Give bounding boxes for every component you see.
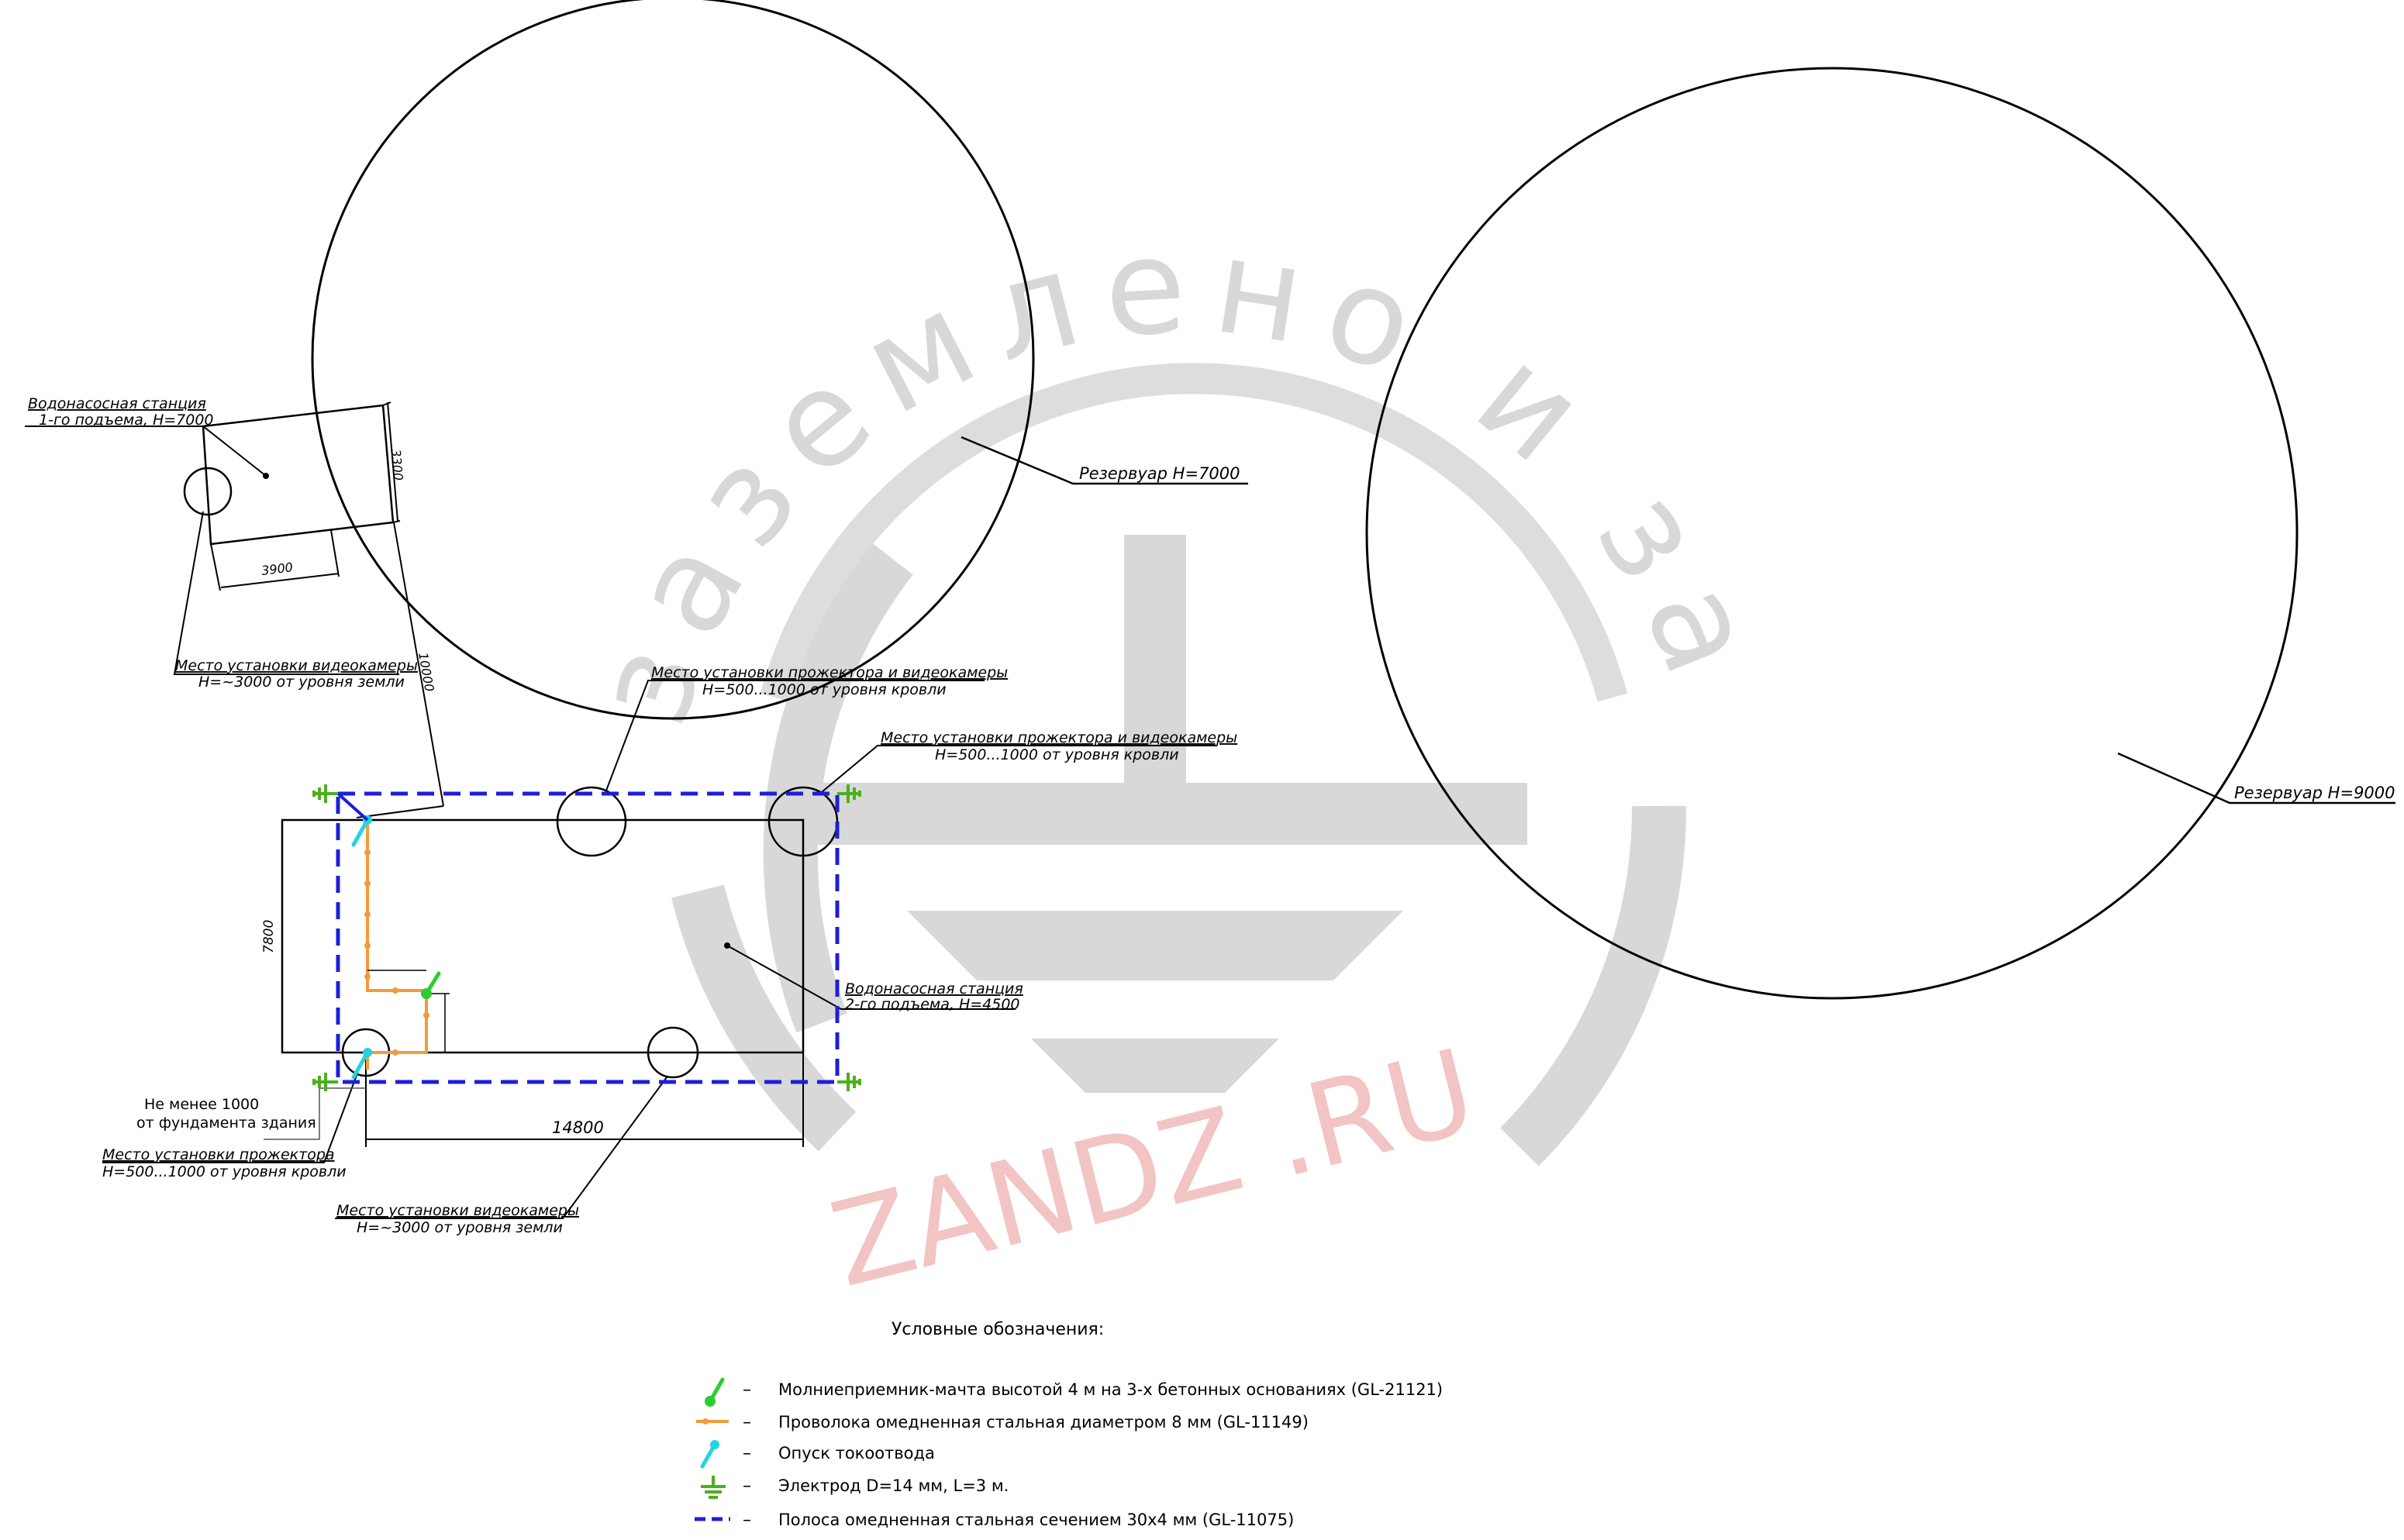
ground-electrode-icon: [837, 1073, 861, 1091]
proj-cam-circle-top: [556, 786, 627, 857]
legend-item-text: Опуск токоотвода: [778, 1444, 935, 1462]
grounding-system: [312, 784, 861, 1091]
legend-item: – Молниеприемник-мачта высотой 4 м на 3-…: [705, 1377, 1443, 1407]
watermark-ring-left: [763, 541, 913, 1033]
ground-electrode-icon: [312, 1073, 338, 1091]
legend-item-text: Проволока омедненная стальная диаметром …: [778, 1413, 1309, 1431]
legend-item-text: Полоса омедненная стальная сечением 30x4…: [778, 1511, 1294, 1529]
reservoir-7000: Резервуар Н=7000: [311, 0, 1248, 720]
camera-circle-bottom: [647, 1026, 699, 1079]
dim-3300-text: 3300: [388, 449, 405, 481]
legend-dash: –: [743, 1444, 751, 1463]
dim-14800-text: 14800: [552, 1118, 604, 1137]
pump-station-2-label-line1: Водонасосная станция: [845, 980, 1023, 997]
watermark-ground-bar-1: [783, 783, 1527, 845]
legend-dash: –: [743, 1380, 751, 1400]
pump-station-1-leader: [25, 425, 267, 477]
proj-cam-top-label-line1: Место установки прожектора и видеокамеры: [651, 664, 1008, 681]
dim-3900-line: [220, 573, 340, 588]
pump-station-1-camera-circle: [183, 467, 233, 516]
foundation-note-line1: Не менее 1000: [144, 1096, 259, 1113]
reservoir-7000-label: Резервуар Н=7000: [1079, 464, 1240, 483]
legend-item: – Электрод D=14 мм, L=3 м.: [701, 1476, 1009, 1499]
camera-left-leader: [173, 511, 399, 675]
dim-3300-ext-top: [382, 401, 391, 406]
camera-left-label-line2: Н=~3000 от уровня земли: [198, 674, 405, 691]
dim-3900-ext-right: [330, 529, 340, 577]
pump-station-1: 3300 3900 10000 Водонасосная станция 1-г…: [25, 395, 444, 818]
projector-label-line2: Н=500...1000 от уровня кровли: [102, 1163, 347, 1180]
down-conductor-icon: [351, 1048, 372, 1080]
dim-7800-text: 7800: [261, 920, 277, 953]
projector-label-line1: Место установки прожектора: [102, 1146, 335, 1163]
watermark-arc-text: заземлено и защищено: [0, 0, 1795, 742]
reservoir-9000-label: Резервуар Н=9000: [2234, 784, 2395, 802]
proj-cam-right-label-line2: Н=500...1000 от уровня кровли: [935, 746, 1179, 763]
legend-dash: –: [743, 1413, 751, 1432]
legend-title: Условные обозначения:: [892, 1320, 1104, 1339]
reservoir-9000-outline: [1365, 67, 2299, 1000]
copper-wire-dots: [364, 849, 429, 1056]
legend: Условные обозначения: – Молниеприемник-м…: [695, 1320, 1443, 1530]
dim-10000-text: 10000: [416, 651, 437, 692]
legend-item: – Опуск токоотвода: [700, 1440, 935, 1469]
reservoir-7000-leader: [961, 436, 1248, 485]
foundation-note-leader: [264, 1088, 320, 1140]
camera-bottom-label-line1: Место установки видеокамеры: [336, 1202, 579, 1219]
watermark-ground-bar-3: [1031, 1039, 1279, 1093]
legend-dash: –: [743, 1476, 751, 1496]
down-conductor-icon: [700, 1440, 719, 1469]
proj-cam-top-label-line2: Н=500...1000 от уровня кровли: [702, 681, 947, 698]
pump-station-1-label-line2: 1-го подъема, Н=7000: [39, 412, 214, 429]
dim-10000-leader: [356, 805, 444, 818]
lightning-mast-icon: [421, 971, 441, 999]
reservoir-9000-leader: [2117, 752, 2395, 804]
pump-station-1-outline: [202, 404, 395, 546]
watermark-ring-right: [1500, 805, 1687, 1166]
watermark-ground-stem: [1124, 535, 1186, 814]
dim-10000-line: [393, 522, 444, 807]
dim-3900-text: 3900: [260, 560, 294, 578]
reservoir-7000-outline: [311, 0, 1035, 720]
legend-dash: –: [743, 1511, 751, 1530]
dim-3300-line: [387, 401, 398, 522]
proj-cam-top-leader: [605, 680, 985, 791]
legend-item: – Полоса омедненная стальная сечением 30…: [695, 1511, 1294, 1530]
projector-leader: [102, 1070, 359, 1163]
dim-3900-ext-left: [210, 543, 221, 591]
ground-electrode-icon: [312, 784, 338, 803]
legend-item: – Проволока омедненная стальная диаметро…: [696, 1413, 1309, 1432]
dim-3300-ext-bot: [392, 520, 401, 523]
watermark-ground-bar-2: [907, 911, 1403, 980]
pump-station-2: Водонасосная станция 2-го подъема, Н=450…: [102, 664, 1237, 1236]
watermark-ring-top: [760, 363, 1628, 702]
foundation-note-line2: от фундамента здания: [136, 1115, 316, 1132]
ground-electrode-icon: [837, 784, 861, 803]
ground-electrode-icon: [701, 1476, 726, 1499]
proj-cam-right-label-line1: Место установки прожектора и видеокамеры: [881, 729, 1237, 746]
pump-station-2-label-line2: 2-го подъема, Н=4500: [845, 996, 1020, 1013]
camera-left-label-line1: Место установки видеокамеры: [175, 657, 418, 674]
lightning-mast-icon: [705, 1377, 725, 1407]
pump-station-1-label-line1: Водонасосная станция: [28, 395, 206, 412]
steel-strip-loop: [336, 791, 840, 1084]
reservoir-9000: Резервуар Н=9000: [1365, 67, 2395, 1000]
legend-item-text: Молниеприемник-мачта высотой 4 м на 3-х …: [778, 1380, 1443, 1399]
legend-item-text: Электрод D=14 мм, L=3 м.: [778, 1476, 1009, 1495]
copper-wire-route: [366, 825, 428, 1070]
copper-wire-icon: [696, 1418, 729, 1425]
watermark-ring-bottom-left: [671, 884, 857, 1152]
proj-cam-right-leader: [821, 745, 1217, 793]
down-conductor-icon: [336, 792, 372, 847]
pump-station-2-leader: [726, 945, 1016, 1010]
camera-bottom-label-line2: Н=~3000 от уровня земли: [357, 1219, 563, 1236]
camera-bottom-leader: [335, 1077, 667, 1219]
